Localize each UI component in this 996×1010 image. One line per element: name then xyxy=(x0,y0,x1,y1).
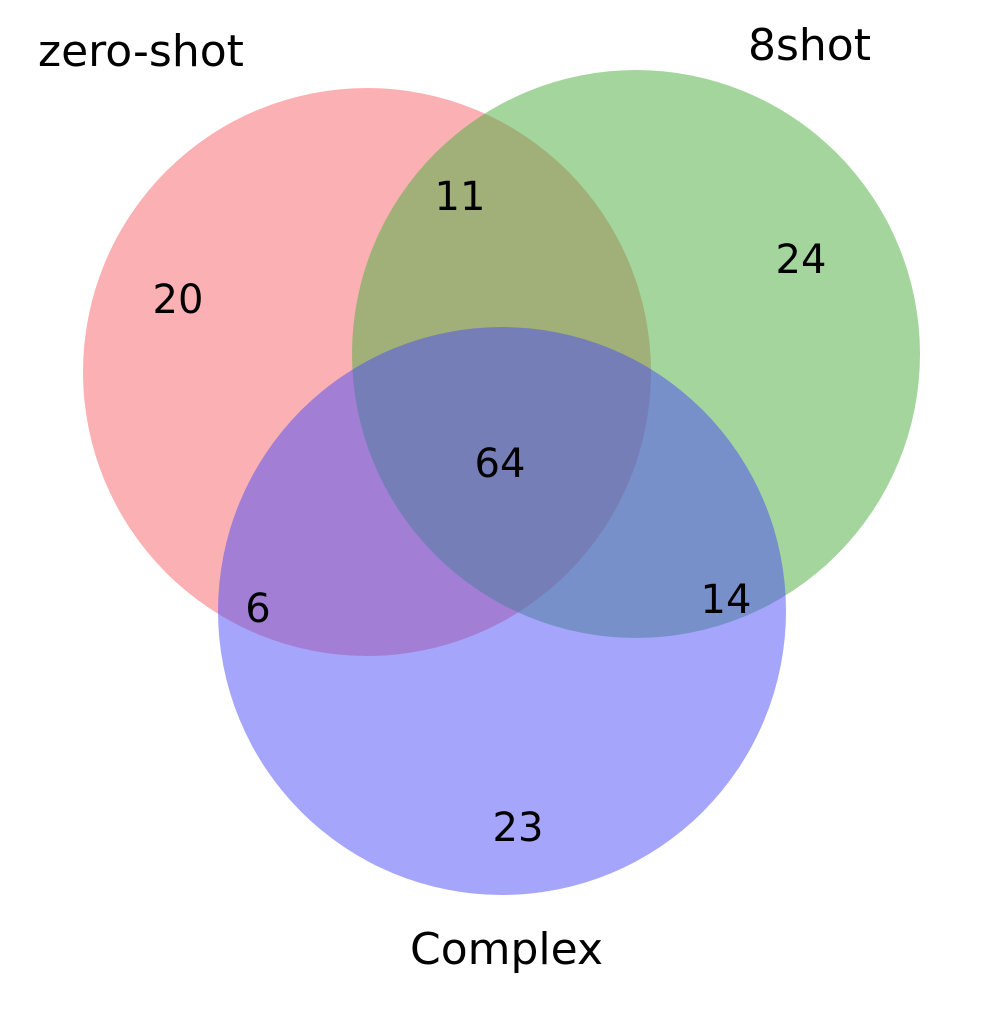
set-label-zero-shot: zero-shot xyxy=(38,26,244,77)
set-label-complex: Complex xyxy=(410,924,603,975)
region-count-all-three: 64 xyxy=(474,441,526,487)
region-count-8shot-only: 24 xyxy=(775,237,827,283)
region-count-zero-shot-and-complex: 6 xyxy=(245,586,271,632)
venn-circle-group xyxy=(83,70,920,895)
region-count-zero-shot-and-8shot: 11 xyxy=(434,174,486,220)
region-count-complex-only: 23 xyxy=(492,805,544,851)
region-count-zero-shot-only: 20 xyxy=(152,277,204,323)
circle-complex xyxy=(218,327,786,895)
set-label-8shot: 8shot xyxy=(748,20,871,71)
region-count-8shot-and-complex: 14 xyxy=(700,577,752,623)
